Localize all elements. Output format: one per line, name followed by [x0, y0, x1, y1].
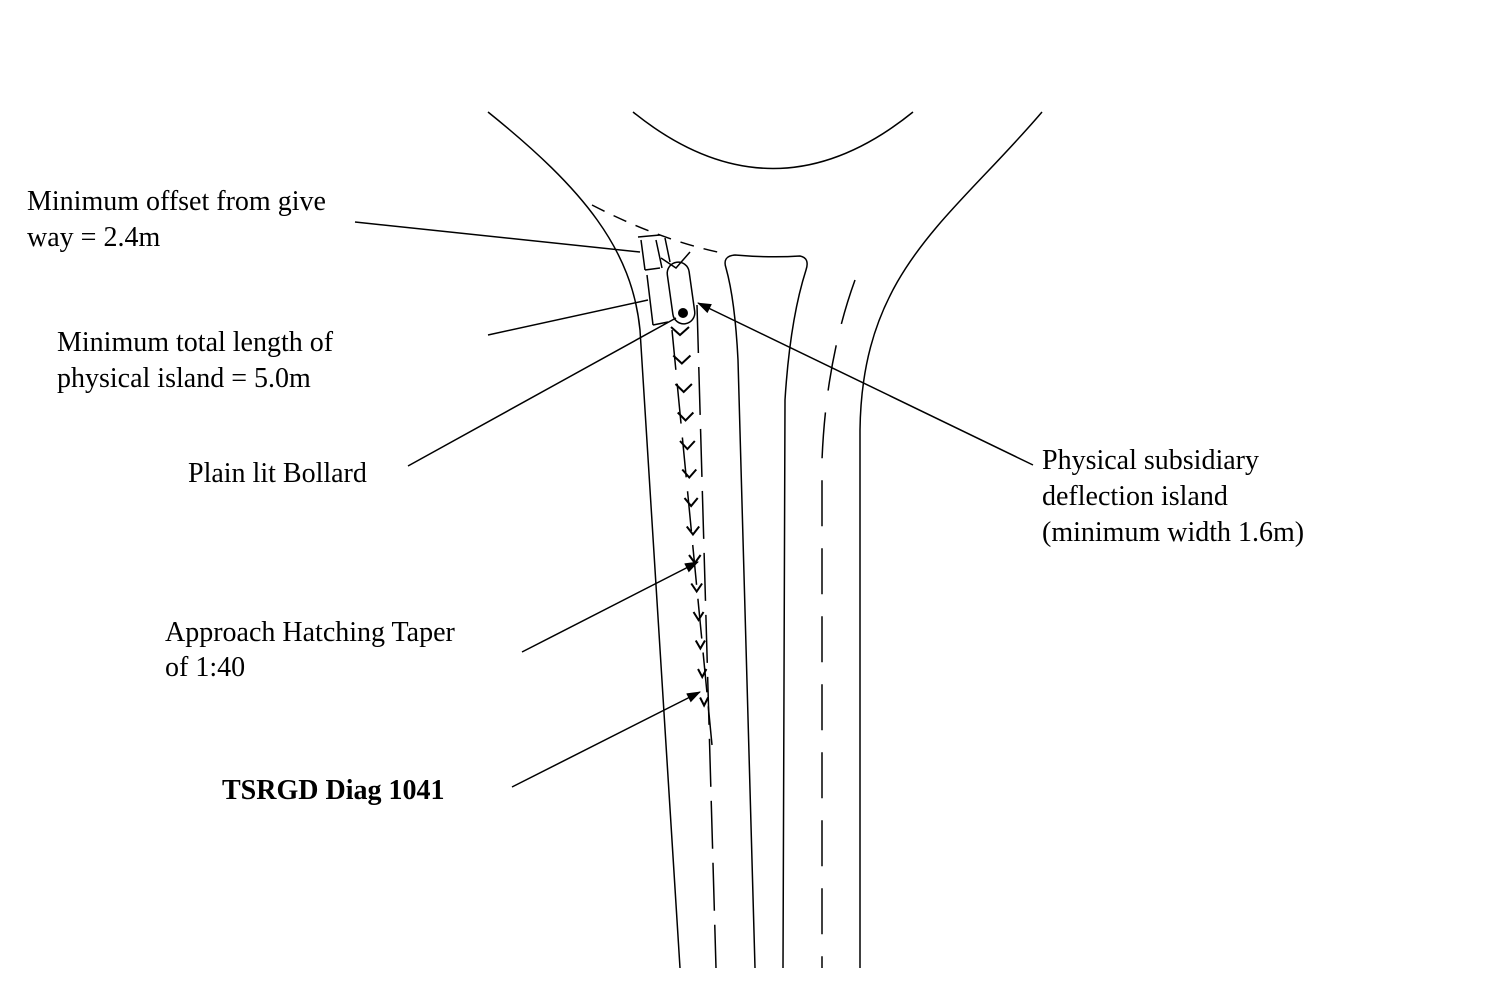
taper-label-line1: Approach Hatching Taper: [165, 617, 455, 648]
length-label-line1: Minimum total length of: [57, 327, 334, 358]
physical-island: [666, 261, 696, 325]
hatching-chevron: [688, 554, 702, 565]
offset-label-line1: Minimum offset from give: [27, 186, 326, 217]
splitter-island: [724, 254, 808, 969]
island-label-line2: deflection island: [1042, 481, 1228, 512]
offset-leader: [354, 221, 641, 253]
hatching-chevron: [677, 411, 695, 422]
hatching-chevron: [681, 468, 698, 480]
island-label-line1: Physical subsidiary: [1042, 445, 1259, 476]
diag-leader-arrow: [511, 691, 701, 788]
hatching-chevron: [679, 440, 696, 451]
island-label-line3: (minimum width 1.6m): [1042, 517, 1305, 548]
hatching-chevron: [694, 640, 706, 651]
bollard-icon: [678, 308, 688, 318]
hatching-chevron: [672, 354, 692, 365]
bollard-label: Plain lit Bollard: [188, 458, 367, 489]
hatching-chevron: [697, 668, 708, 680]
hatching-chevron: [683, 497, 699, 508]
offset-label-line2: way = 2.4m: [27, 222, 161, 253]
hatching-chevron: [690, 582, 703, 594]
hatching-chevron: [670, 326, 690, 337]
left-kerb-line: [487, 111, 681, 969]
hatching-chevron: [685, 525, 700, 537]
bollard-leader: [407, 317, 677, 467]
hatching-chevron: [692, 611, 705, 622]
island-leader-arrow: [697, 302, 1034, 466]
length-label-line2: physical island = 5.0m: [57, 363, 311, 394]
hatching-right-edge: [696, 304, 717, 969]
hatching-chevron: [674, 383, 693, 394]
hatching-chevrons: [670, 326, 709, 708]
lane-dashed-line: [821, 279, 856, 968]
taper-label-line2: of 1:40: [165, 652, 246, 683]
central-island-arc: [632, 111, 914, 170]
right-kerb-line: [859, 111, 1043, 968]
taper-leader-arrow: [521, 561, 699, 653]
hatching-left-edge: [671, 329, 713, 746]
hatching-chevron: [699, 697, 709, 708]
diag-label: TSRGD Diag 1041: [222, 775, 445, 806]
top-chevron: [660, 251, 691, 269]
length-leader: [487, 299, 649, 336]
dimension-lines: [637, 234, 671, 326]
